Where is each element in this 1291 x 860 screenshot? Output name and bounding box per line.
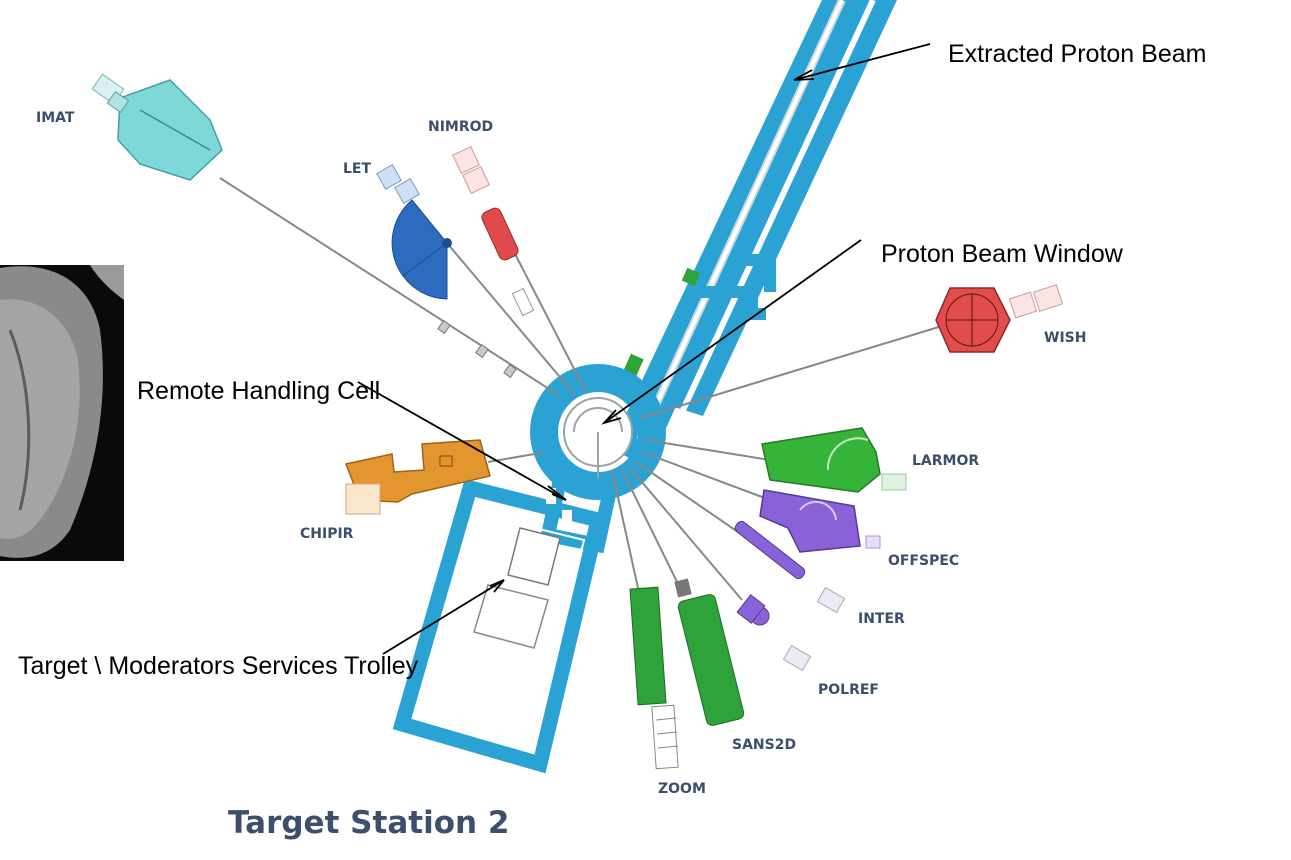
- label-wish: WISH: [1044, 330, 1087, 346]
- nimrod-instrument: [452, 146, 587, 393]
- label-nimrod: NIMROD: [428, 119, 494, 135]
- callout-arrows: [357, 43, 931, 655]
- label-chipir: CHIPIR: [300, 526, 354, 542]
- zoom-instrument: [611, 469, 679, 770]
- inter-instrument: [635, 461, 846, 614]
- let-instrument: [376, 164, 576, 396]
- label-larmor: LARMOR: [912, 453, 980, 469]
- extracted-beam-line: [610, 0, 897, 468]
- label-offspec: OFFSPEC: [888, 553, 960, 569]
- label-imat: IMAT: [36, 110, 75, 126]
- callout-remote-handling: Remote Handling Cell: [137, 377, 381, 405]
- callout-trolley: Target \ Moderators Services Trolley: [18, 652, 419, 680]
- target-photo: [0, 265, 124, 561]
- diagram-title: Target Station 2: [228, 805, 510, 841]
- label-inter: INTER: [858, 611, 905, 627]
- chipir-instrument: [344, 439, 547, 515]
- imat-instrument: [91, 73, 561, 397]
- offspec-instrument: [641, 451, 881, 553]
- label-polref: POLREF: [818, 682, 879, 698]
- larmor-instrument: [645, 427, 907, 493]
- remote-handling-cell: [392, 471, 619, 774]
- sans2d-instrument: [621, 469, 745, 726]
- wish-instrument: [639, 284, 1064, 419]
- label-zoom: ZOOM: [658, 781, 706, 797]
- callout-extracted-beam: Extracted Proton Beam: [948, 40, 1207, 68]
- polref-instrument: [629, 467, 812, 672]
- callout-beam-window: Proton Beam Window: [881, 240, 1123, 268]
- label-let: LET: [343, 161, 372, 177]
- label-sans2d: SANS2D: [732, 737, 797, 753]
